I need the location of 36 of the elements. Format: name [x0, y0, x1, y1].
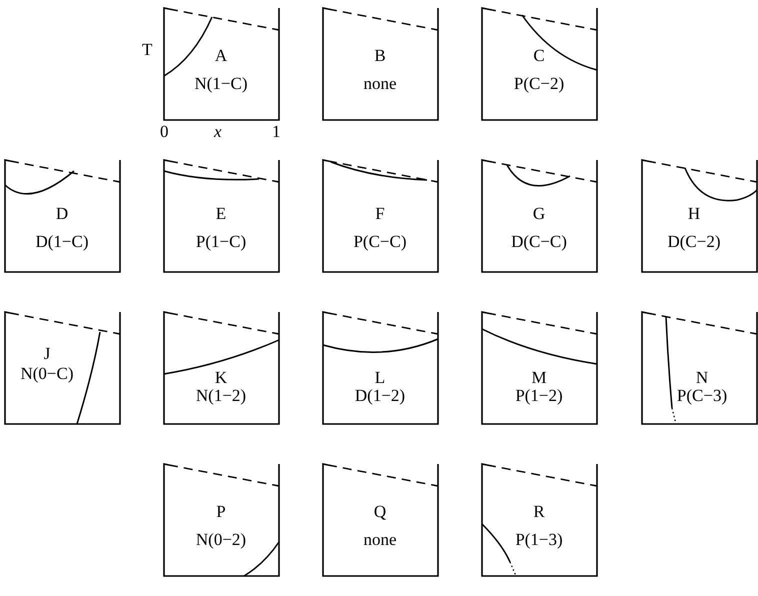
panel-letter: P: [216, 502, 226, 522]
panel-code: P(1−C): [196, 232, 246, 252]
panel-code: D(1−C): [35, 232, 89, 252]
panel-code: none: [363, 530, 397, 550]
panel-code: none: [363, 74, 397, 94]
panel-code: D(1−2): [354, 386, 406, 406]
panel-letter: J: [44, 344, 50, 364]
panel-code: P(C−C): [353, 232, 407, 252]
panel-letter: G: [532, 204, 546, 224]
panel-code: N(0−C): [20, 364, 74, 384]
panel-code: N(1−2): [196, 386, 246, 406]
axis-label: T: [142, 40, 152, 60]
panel-code: P(C−2): [514, 74, 564, 94]
panel-letter: E: [216, 204, 226, 224]
panel-letter: H: [688, 204, 700, 224]
panel-letter: N: [696, 368, 708, 388]
panel-letter: B: [374, 46, 386, 66]
axis-label: x: [214, 122, 222, 142]
panel-letter: F: [375, 204, 385, 224]
panel-letter: R: [533, 502, 545, 522]
axis-label: 0: [160, 122, 168, 142]
panel-code: D(C−C): [511, 232, 567, 252]
panel-code: P(C−3): [676, 386, 728, 406]
panel-letter: K: [214, 368, 228, 388]
panel-code: N(0−2): [196, 530, 246, 550]
panel-letter: Q: [374, 502, 386, 522]
panel-code: N(1−C): [194, 74, 248, 94]
panel-code: P(1−2): [515, 386, 563, 406]
panel-letter: D: [56, 204, 68, 224]
panel-letter: L: [374, 368, 386, 388]
panel-letter: M: [531, 368, 547, 388]
panel-letter: A: [214, 46, 228, 66]
panel-letter: C: [533, 46, 545, 66]
panel-code: P(1−3): [515, 530, 563, 550]
panel-code: D(C−2): [667, 232, 721, 252]
axis-label: 1: [272, 122, 280, 142]
